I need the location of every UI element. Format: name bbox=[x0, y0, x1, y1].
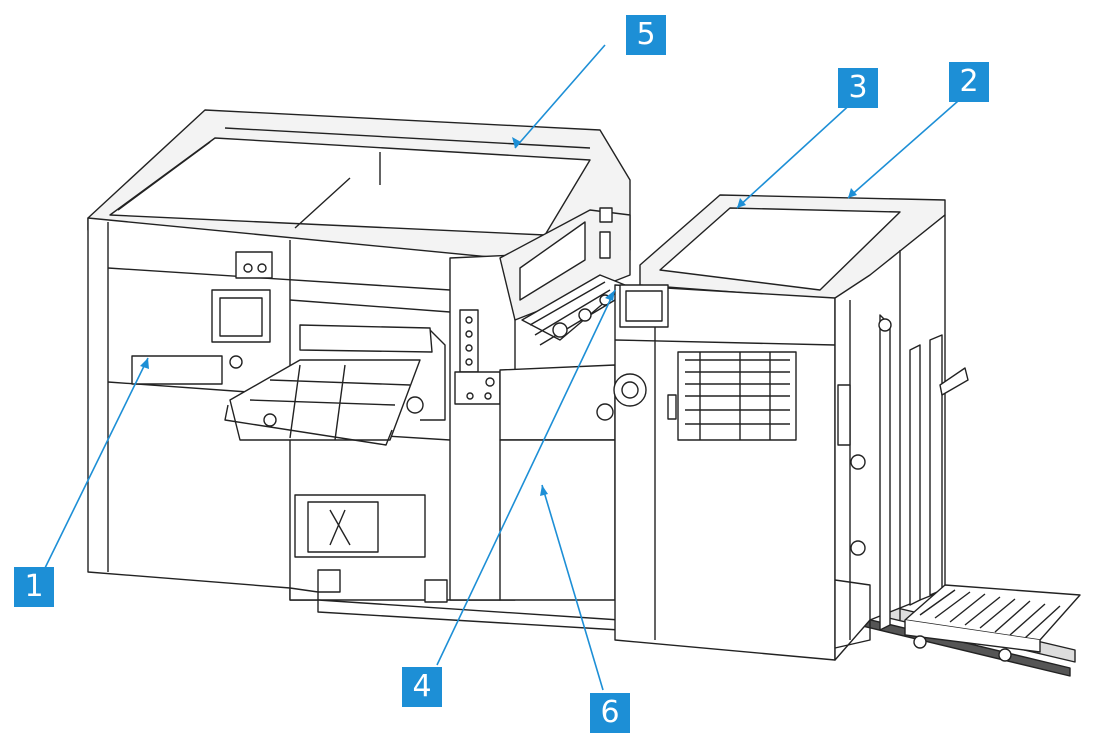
middle-section bbox=[449, 207, 631, 601]
callout-badge-4: 4 bbox=[402, 667, 442, 707]
leader-line-4 bbox=[436, 289, 616, 666]
delivery-unit bbox=[596, 194, 969, 661]
leader-line-2 bbox=[847, 93, 967, 199]
feed-table bbox=[224, 324, 446, 446]
callout-badge-3: 3 bbox=[838, 68, 878, 108]
callout-badge-6: 6 bbox=[590, 693, 630, 733]
leader-line-6 bbox=[541, 484, 604, 691]
leader-line-5 bbox=[514, 44, 606, 149]
leader-arrowheads bbox=[140, 137, 857, 496]
pallet-cart bbox=[904, 584, 1081, 662]
callout-badge-1: 1 bbox=[14, 567, 54, 607]
leader-line-3 bbox=[736, 99, 856, 209]
leader-lines bbox=[44, 44, 967, 691]
callout-badge-2: 2 bbox=[949, 62, 989, 102]
leader-line-1 bbox=[44, 357, 149, 569]
callout-badge-5: 5 bbox=[626, 15, 666, 55]
